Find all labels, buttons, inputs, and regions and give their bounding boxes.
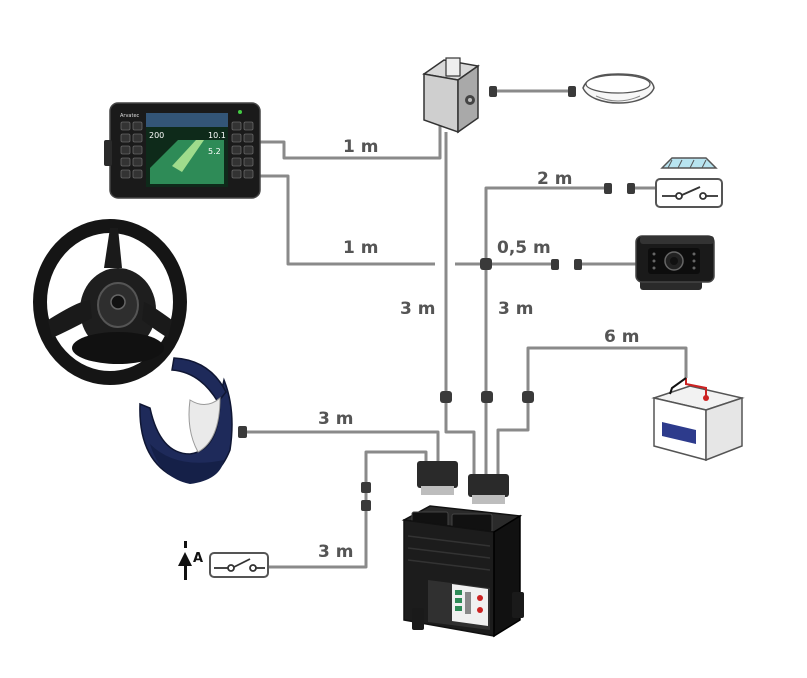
- ecu-plug-right-body: [472, 495, 505, 504]
- connector: [481, 391, 493, 403]
- connector: [551, 259, 559, 270]
- cable-battery: [496, 346, 688, 474]
- screen-value-width: 10.1: [208, 131, 226, 140]
- camera: [635, 235, 715, 290]
- connector: [568, 86, 576, 97]
- label-boom-switch: 2 m: [537, 169, 572, 189]
- auto-switch-symbol-icon: [214, 558, 265, 572]
- terminal-mount: [104, 140, 112, 166]
- battery-terminal-icon: [703, 395, 709, 401]
- connector: [489, 86, 497, 97]
- terminal-brand: Arvatec: [120, 113, 140, 119]
- connectors: [238, 86, 635, 511]
- motor-shell-light: [188, 396, 221, 453]
- connector: [522, 391, 534, 403]
- wheel-spoke-right: [142, 302, 172, 338]
- wheel-spoke-left: [48, 300, 92, 338]
- label-camera: 0,5 m: [497, 238, 551, 258]
- cable-terminal-ecu: [258, 174, 435, 266]
- cable-auto-switch: [268, 450, 428, 569]
- cable-terminal-gnss: [258, 120, 442, 160]
- label-gnss-ecu: 3 m: [400, 299, 435, 319]
- label-battery: 6 m: [604, 327, 639, 347]
- cable-labels: 1 m 1 m 3 m 2 m 0,5 m 3 m 6 m 3 m 3 m: [318, 137, 639, 562]
- label-steering: 3 m: [318, 409, 353, 429]
- ecu-ribs: [407, 535, 491, 571]
- battery-side: [705, 396, 743, 462]
- control-unit: [401, 505, 524, 638]
- steering-motor: [139, 357, 233, 484]
- terminal-display: Arvatec 200 10.1 5.2: [104, 102, 261, 199]
- battery: [651, 377, 745, 462]
- battery-red-cable: [685, 378, 707, 396]
- connector: [361, 482, 371, 493]
- label-camera-ecu: 3 m: [498, 299, 533, 319]
- gnss-receiver: [422, 57, 480, 134]
- cable-steering: [244, 430, 440, 462]
- ecu-plugs: [417, 461, 509, 504]
- connector: [361, 500, 371, 511]
- cable-gnss-ecu: [444, 132, 476, 474]
- connector: [238, 426, 247, 438]
- auto-letter: A: [193, 551, 203, 566]
- boom-switch-box: [655, 178, 723, 208]
- ecu-plug-left-body: [421, 486, 454, 495]
- receiver-front: [423, 73, 459, 134]
- sprayer-boom-icon: [660, 157, 718, 169]
- ecu-foot-left: [412, 608, 424, 630]
- screen-value-speed: 200: [149, 131, 164, 140]
- screen-value-area: 5.2: [208, 147, 221, 156]
- wheel-spoke-top: [104, 228, 122, 268]
- motor-collar: [171, 357, 227, 404]
- ecu-label-marks-icon: [455, 590, 483, 614]
- switch-symbol-icon: [662, 186, 718, 200]
- connector: [574, 259, 582, 270]
- label-terminal-gnss: 1 m: [343, 137, 378, 157]
- label-terminal-ecu: 1 m: [343, 238, 378, 258]
- camera-hood: [640, 236, 714, 244]
- screen-sky: [146, 113, 228, 127]
- ecu-foot-right: [512, 592, 524, 618]
- motor-base: [150, 444, 224, 484]
- label-auto-switch: 3 m: [318, 542, 353, 562]
- terminal-right-buttons: [231, 121, 254, 179]
- ecu-plug-right: [468, 474, 509, 497]
- connector: [627, 183, 635, 194]
- connector: [604, 183, 612, 194]
- screen-track: [172, 140, 204, 172]
- spray-lines-icon: [667, 159, 707, 169]
- connector: [440, 391, 452, 403]
- steering-wheel: [33, 219, 187, 385]
- steering-column: [72, 332, 164, 364]
- battery-label: [662, 422, 696, 444]
- terminal-left-buttons: [120, 121, 143, 179]
- cable-boom-switch: [484, 186, 608, 474]
- gnss-antenna: [582, 73, 655, 104]
- boom-switch: [655, 157, 723, 208]
- auto-steer-icon: [178, 541, 192, 580]
- antenna-top: [585, 74, 651, 94]
- cables: [244, 89, 688, 569]
- wheel-rim: [33, 219, 187, 385]
- ecu-plug-left: [417, 461, 458, 488]
- terminal-led-icon: [238, 110, 242, 114]
- battery-black-cable: [669, 377, 687, 395]
- connector: [480, 258, 492, 270]
- auto-switch: A: [178, 541, 269, 580]
- receiver-bracket: [445, 57, 461, 77]
- camera-leds-icon: [652, 252, 696, 270]
